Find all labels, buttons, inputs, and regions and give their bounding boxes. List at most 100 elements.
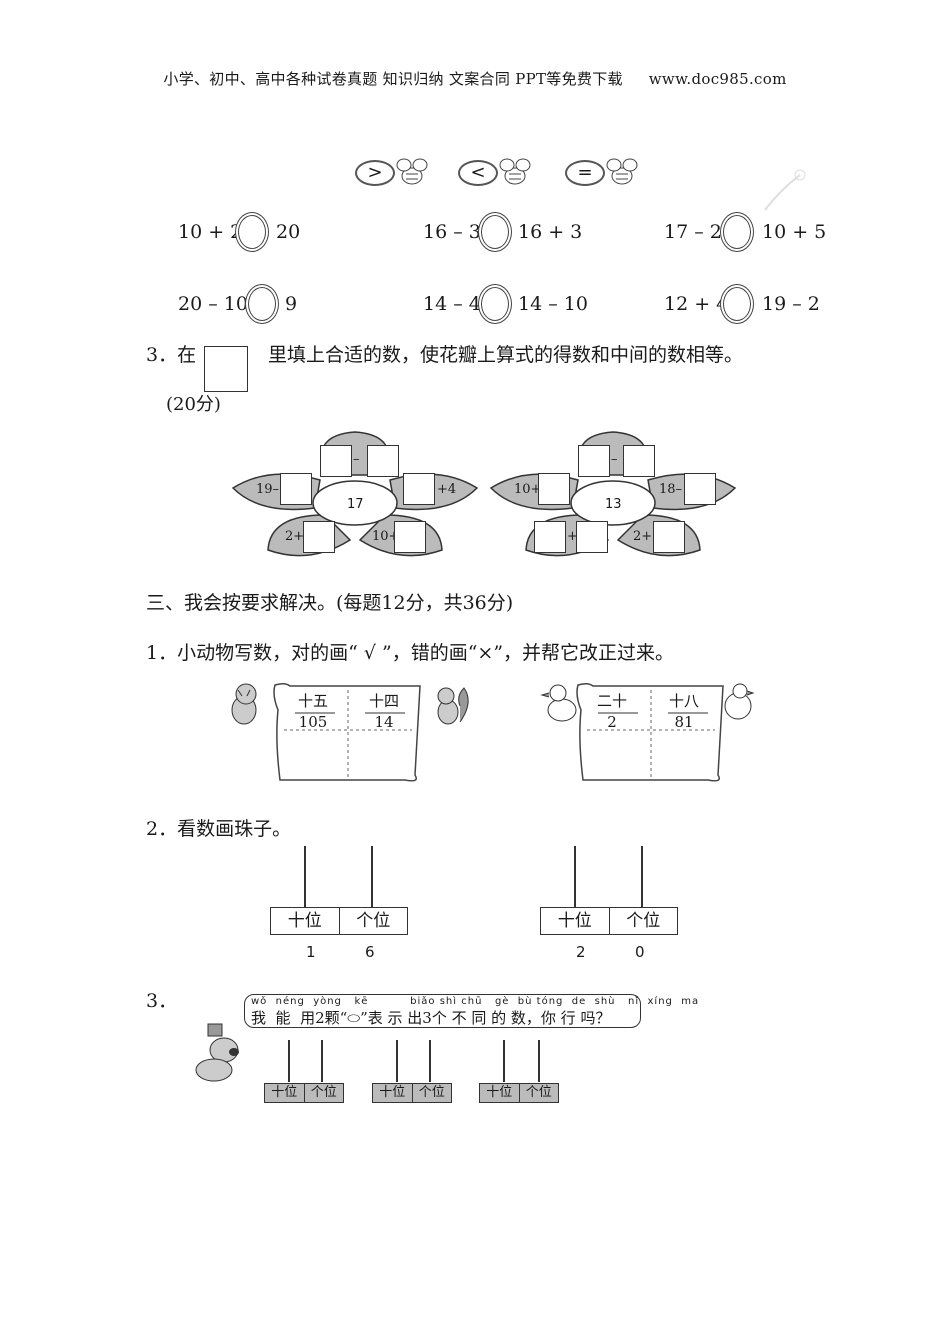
flower-1-center: 17 — [347, 497, 364, 512]
compare-right: 10 + 5 — [762, 221, 827, 243]
flower-2-top-box-b[interactable] — [623, 445, 655, 477]
place-box: 十位 个位 — [270, 907, 408, 935]
tens-label: 十位 — [379, 1085, 406, 1100]
speech-text: 我 能 用2颗“⬭”表 示 出3个 不 同 的 数，你 行 吗？ — [251, 1009, 611, 1027]
flower-2-left-box[interactable] — [538, 473, 570, 505]
q3-text: 里填上合适的数，使花瓣上算式的得数和中间的数相等。 — [268, 344, 744, 366]
board-2-word: 二十 — [596, 692, 627, 710]
q3-number: 3．在 — [146, 344, 197, 366]
flower-2-br-label: 2+ — [633, 529, 653, 544]
header-text: 小学、初中、高中各种试卷真题 知识归纳 文案合同 PPT等免费下载 — [163, 70, 623, 88]
flower-2-right-box[interactable] — [684, 473, 716, 505]
decorative-flower-icon — [764, 169, 806, 211]
p2-text: 2．看数画珠子。 — [146, 818, 292, 840]
compare-left: 14 – 4 — [423, 293, 481, 315]
ones-label: 个位 — [518, 1084, 559, 1102]
p1-text: 1．小动物写数，对的画“ √ ”，错的画“×”，并帮它改正过来。 — [146, 642, 675, 664]
flower-1-top-box-b[interactable] — [367, 445, 399, 477]
op-less: < — [458, 160, 498, 186]
speech-bubble: wǒ néng yòng kē biǎo shì chū gè bù tóng … — [244, 994, 698, 1028]
flower-1-top-op: – — [353, 452, 360, 467]
compare-answer-circle[interactable] — [245, 284, 279, 324]
board-1-num: 105 — [298, 713, 328, 731]
ones-label: 个位 — [411, 1084, 452, 1102]
flower-2-bl-box-b[interactable] — [576, 521, 608, 553]
compare-left: 17 – 2 — [664, 221, 722, 243]
compare-right: 19 – 2 — [762, 293, 820, 315]
op-equal: = — [565, 160, 605, 186]
ones-label: 个位 — [608, 908, 678, 934]
rod-ones — [371, 846, 373, 908]
op-greater-symbol: > — [355, 160, 395, 186]
page-header: 小学、初中、高中各种试卷真题 知识归纳 文案合同 PPT等免费下载 www.doc… — [0, 68, 950, 89]
flower-1-right-box[interactable] — [403, 473, 435, 505]
flower-2-top-op: – — [611, 452, 618, 467]
compare-right: 14 – 10 — [518, 293, 588, 315]
flower-1-top-box-a[interactable] — [320, 445, 352, 477]
flower-2-bl-op: + — [567, 529, 578, 544]
op-greater: > — [355, 160, 395, 186]
flower-1-br-label: 10+ — [372, 529, 400, 544]
flower-2-center: 13 — [605, 497, 622, 512]
ones-label: 个位 — [338, 908, 408, 934]
header-site: www.doc985.com — [648, 70, 787, 88]
rod-ones — [429, 1040, 431, 1082]
compare-right: 16 + 3 — [518, 221, 583, 243]
board-2 — [576, 682, 724, 782]
flower-1-bl-label: 2+ — [285, 529, 305, 544]
rod-tens — [304, 846, 306, 908]
op-equal-symbol: = — [565, 160, 605, 186]
speech-pinyin: wǒ néng yòng kē biǎo shì chū gè bù tóng … — [251, 996, 700, 1007]
tens-label: 十位 — [557, 911, 592, 931]
compare-right: 9 — [285, 293, 298, 315]
flower-2-right-label: 18– — [659, 482, 683, 497]
p3-number: 3． — [146, 990, 178, 1012]
tens-label: 十位 — [486, 1085, 513, 1100]
compare-left: 12 + 4 — [664, 293, 729, 315]
board-1-word: 十四 — [368, 692, 399, 710]
board-2-num: 81 — [674, 713, 694, 731]
example-box — [204, 346, 248, 392]
op-less-symbol: < — [458, 160, 498, 186]
compare-answer-circle[interactable] — [478, 212, 512, 252]
rod-ones — [641, 846, 643, 908]
rod-tens — [396, 1040, 398, 1082]
squirrel-icon — [437, 687, 469, 725]
duck-icon — [540, 684, 577, 722]
flower-2-top-box-a[interactable] — [578, 445, 610, 477]
abacus-1-tens: 1 — [306, 943, 316, 961]
compare-left: 10 + 2 — [178, 221, 243, 243]
board-1-num: 14 — [374, 713, 394, 731]
tiger-icon — [231, 683, 257, 725]
flower-1-left-box[interactable] — [280, 473, 312, 505]
section-3-title: 三、我会按要求解决。(每题12分，共36分) — [146, 592, 514, 614]
bee-icon — [396, 158, 428, 185]
board-2-num: 2 — [607, 713, 617, 731]
rod-tens — [574, 846, 576, 908]
flower-2-left-label: 10+ — [514, 482, 542, 497]
flower-1-right-label: +4 — [437, 482, 457, 497]
place-box-small: 十位 个位 — [372, 1083, 452, 1103]
place-box-small: 十位 个位 — [479, 1083, 559, 1103]
tens-label: 十位 — [271, 1085, 298, 1100]
tens-label: 十位 — [287, 911, 322, 931]
compare-left: 16 – 3 — [423, 221, 481, 243]
abacus-2-ones: 0 — [635, 943, 645, 961]
compare-answer-circle[interactable] — [235, 212, 269, 252]
compare-answer-circle[interactable] — [720, 212, 754, 252]
flower-2-br-box[interactable] — [653, 521, 685, 553]
q3-score: (20分) — [166, 394, 221, 415]
flower-1-bl-box[interactable] — [303, 521, 335, 553]
abacus-2-tens: 2 — [576, 943, 586, 961]
chick-icon — [724, 683, 755, 720]
compare-answer-circle[interactable] — [720, 284, 754, 324]
board-1-word: 十五 — [297, 692, 328, 710]
board-2-word: 十八 — [668, 692, 699, 710]
bee-icon — [606, 158, 638, 185]
dog-icon — [195, 1023, 239, 1082]
flower-1-br-box[interactable] — [394, 521, 426, 553]
flower-2-bl-box-a[interactable] — [534, 521, 566, 553]
abacus-1-ones: 6 — [365, 943, 375, 961]
compare-answer-circle[interactable] — [478, 284, 512, 324]
place-box-small: 十位 个位 — [264, 1083, 344, 1103]
